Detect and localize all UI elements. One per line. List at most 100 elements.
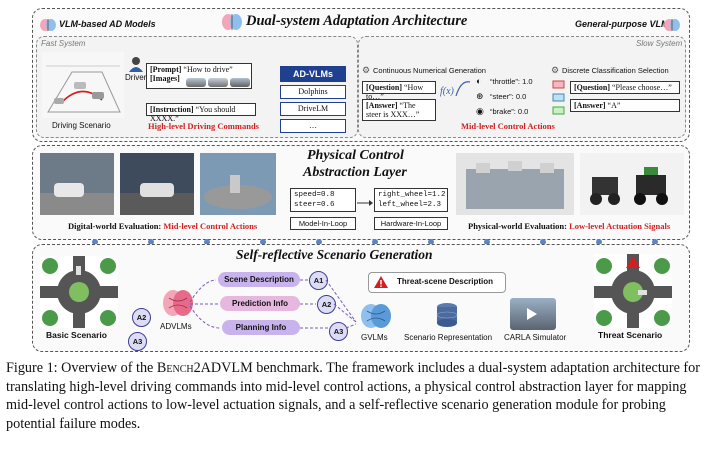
basic-scenario-label: Basic Scenario [46, 330, 107, 340]
gvlms-label: GVLMs [361, 333, 388, 342]
code-left-wheel: left_wheel=2.3 [378, 201, 442, 209]
answer-key-2: [Answer] [574, 101, 606, 110]
scenario-representation-label: Scenario Representation [404, 333, 493, 342]
threat-description-label: Threat-scene Description [397, 277, 494, 286]
model-in-loop-box: Model-In-Loop [290, 217, 356, 230]
code-steer: steer=0.6 [294, 201, 335, 209]
digital-eval-prefix: Digital-world Evaluation: [68, 221, 164, 231]
figure-caption: Figure 1: Overview of the Bench2ADVLM be… [6, 359, 714, 433]
connector-dot [92, 239, 98, 245]
answer-badge-a3: A3 [329, 322, 348, 341]
gauge-icon-throttle: ◐ [476, 76, 482, 86]
digital-eval-label: Digital-world Evaluation: Mid-level Cont… [68, 221, 257, 231]
question-value: “How to…” [366, 83, 424, 101]
physical-world-images [456, 153, 684, 220]
hardware-in-loop-box: Hardware-In-Loop [374, 217, 448, 230]
connector-dot [428, 239, 434, 245]
gear-icon-2: ⚙ [551, 65, 560, 75]
fx-label: f(x) [440, 86, 454, 97]
slow-system-label: Slow System [636, 39, 683, 48]
physical-eval-red: Low-level Actuation Signals [569, 221, 671, 231]
model-item-dolphins: Dolphins [280, 85, 346, 99]
instruction-key: [Instruction] [150, 105, 194, 114]
steering-icon: ⊛ [476, 91, 484, 101]
option-icons [552, 80, 566, 121]
fast-system-label: Fast System [41, 39, 86, 48]
threat-scenario-map [594, 254, 672, 333]
answer-badge-a2-left: A2 [132, 308, 151, 327]
driving-scenario-label: Driving Scenario [52, 121, 111, 130]
connector-dot [148, 239, 154, 245]
scene-description-pill: Scene Description [218, 272, 300, 287]
brake-icon: ◉ [476, 106, 484, 116]
basic-scenario-map [40, 256, 118, 333]
fx-curve-icon [455, 78, 471, 103]
warning-icon [373, 275, 389, 294]
discrete-label: Discrete Classification Selection [562, 66, 669, 75]
advlms-brain-icon [163, 288, 193, 323]
camera-image-3 [230, 78, 250, 87]
model-item-more: … [280, 119, 346, 133]
camera-image-2 [208, 78, 228, 87]
instruction-box: [Instruction] “You should XXXX.” [146, 103, 256, 123]
mid-level-actions-label: Mid-level Control Actions [461, 121, 555, 131]
abstraction-title-1: Physical Control [307, 148, 404, 163]
abstraction-title-2: Abstraction Layer [303, 165, 407, 180]
gear-icon: ⚙ [362, 65, 371, 75]
connector-dot [596, 239, 602, 245]
driving-scenario-sketch [42, 52, 124, 123]
images-key: [Images] [150, 74, 180, 83]
advlms-label: ADVLMs [160, 322, 192, 331]
answer-value-2: “A” [607, 101, 621, 110]
connector-dot [652, 239, 658, 245]
code-speed: speed=0.8 [294, 191, 335, 199]
connector-dot [372, 239, 378, 245]
answer-badge-a3-left: A3 [128, 332, 147, 351]
connector-dot [540, 239, 546, 245]
code-box-left: speed=0.8 steer=0.6 [290, 188, 356, 212]
planning-info-pill: Planning Info [222, 320, 300, 335]
threat-description-box: Threat-scene Description [368, 272, 506, 293]
question-box-discrete: [Question] “Please choose…” [570, 81, 680, 94]
dual-system-title: Dual-system Adaptation Architecture [246, 13, 468, 29]
flow-arrows [189, 279, 357, 329]
camera-image-1 [186, 78, 206, 87]
model-item-drivelm: DriveLM [280, 102, 346, 116]
param-steer: “steer”: 0.0 [490, 92, 527, 101]
advlms-header: AD-VLMs [280, 66, 346, 82]
connector-dot [204, 239, 210, 245]
code-box-right: right_wheel=1.2 left_wheel=2.3 [374, 188, 448, 212]
answer-badge-a2: A2 [317, 295, 336, 314]
carla-simulator-image [510, 298, 556, 330]
answer-box-discrete: [Answer] “A” [570, 99, 680, 112]
driver-icon [128, 56, 144, 77]
brain-icon-left [40, 18, 56, 37]
instruction-value: “You should XXXX.” [150, 105, 236, 123]
question-key: [Question] [366, 83, 402, 92]
brain-icon-title [222, 13, 242, 36]
digital-eval-red: Mid-level Control Actions [163, 221, 258, 231]
prediction-info-pill: Prediction Info [220, 296, 300, 311]
play-icon [527, 308, 537, 320]
question-value-2: “Please choose…” [612, 83, 672, 92]
scenario-generation-title: Self-reflective Scenario Generation [236, 247, 433, 262]
general-vlms-label: General-purpose VLMs [575, 19, 674, 29]
vlm-ad-models-label: VLM-based AD Models [59, 19, 156, 29]
physical-eval-prefix: Physical-world Evaluation: [468, 221, 570, 231]
driver-label: Driver [125, 73, 147, 82]
caption-benchmark-name: Bench2ADVLM [156, 360, 253, 376]
models-list: AD-VLMs Dolphins DriveLM … [280, 66, 346, 133]
answer-badge-a1: A1 [309, 271, 328, 290]
high-level-commands-label: High-level Driving Commands [148, 121, 259, 131]
caption-part2: benchmark. The framework includes a dual… [6, 360, 700, 432]
brain-icon-right [664, 18, 680, 37]
gvlms-brain-icon [361, 302, 391, 335]
question-box-continuous: [Question] “How to…” [362, 81, 436, 101]
caption-part1: Figure 1: Overview of the [6, 360, 157, 376]
database-icon [436, 302, 458, 333]
prompt-value: “How to drive” [183, 65, 233, 74]
answer-box-continuous: [Answer] “The steer is XXX…” [362, 99, 436, 121]
physical-eval-label: Physical-world Evaluation: Low-level Act… [468, 221, 670, 231]
question-key-2: [Question] [574, 83, 610, 92]
answer-key: [Answer] [366, 101, 398, 110]
